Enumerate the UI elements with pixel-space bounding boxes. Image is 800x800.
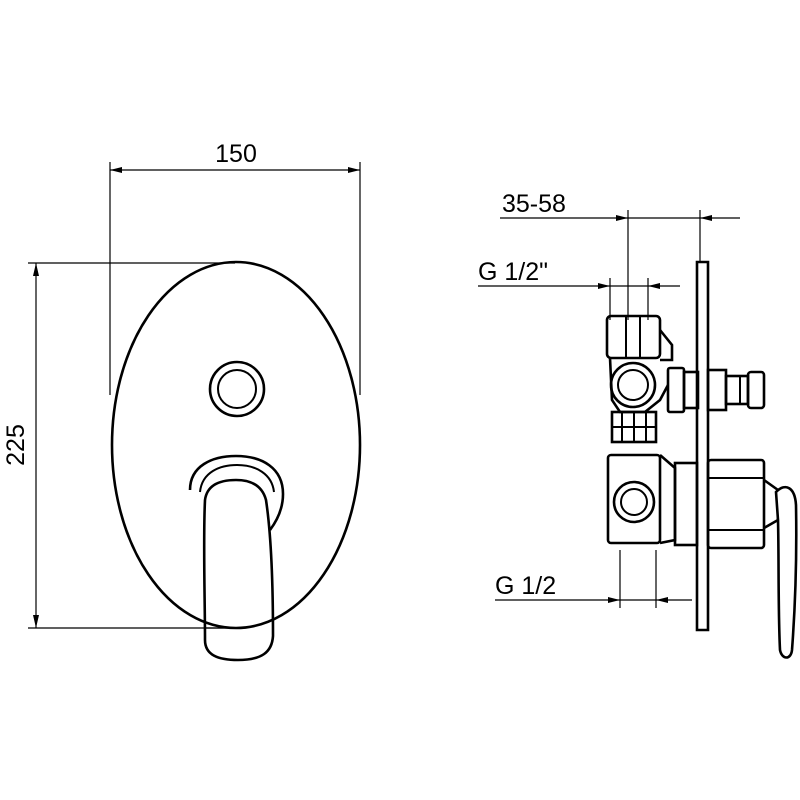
diverter-knob-inner — [217, 369, 257, 409]
handle-base-outer — [188, 454, 285, 531]
diverter-knob-outer — [208, 360, 266, 418]
diverter-spindle — [724, 374, 750, 406]
side-lever-handle — [774, 485, 798, 659]
top-inlet-fitting — [605, 314, 662, 360]
diverter-body — [605, 314, 766, 414]
diverter-collar — [666, 366, 686, 414]
depth-arrow-right — [700, 215, 712, 221]
width-arrow-right — [348, 167, 360, 173]
mixer-housing-side — [659, 454, 677, 545]
diverter-port-outer — [609, 361, 657, 409]
top-inlet-dimension: G 1/2" — [478, 258, 680, 320]
diverter-nut — [682, 370, 700, 410]
handle-base-inner — [199, 463, 275, 493]
mixer-cartridge-cover — [706, 458, 766, 550]
top-inlet-arrow-right — [648, 283, 660, 289]
front-view: 150 225 — [2, 140, 362, 662]
top-fitting-bevel — [658, 329, 674, 362]
mixer-port-inner — [620, 488, 648, 516]
height-arrow-bottom — [33, 615, 39, 628]
bottom-inlet-arrow-left — [608, 597, 620, 603]
body-connector — [610, 410, 658, 444]
side-view: 35-58 G 1/2" G 1/2 — [478, 190, 798, 659]
top-inlet-arrow-left — [598, 283, 610, 289]
height-label: 225 — [2, 424, 30, 466]
width-dimension: 150 — [109, 140, 361, 395]
mixer-body — [606, 453, 780, 550]
width-label: 150 — [215, 140, 257, 168]
cover-plate — [110, 260, 362, 630]
depth-arrow-left — [616, 215, 628, 221]
handle-lever — [202, 478, 275, 662]
diverter-knob — [208, 360, 266, 418]
bottom-inlet-dimension: G 1/2 — [495, 550, 692, 608]
depth-label: 35-58 — [502, 190, 566, 218]
mixer-port-outer — [612, 480, 656, 524]
height-dimension: 225 — [2, 262, 235, 629]
diverter-port-inner — [617, 369, 649, 401]
mixer-housing — [606, 453, 662, 545]
bottom-inlet-label: G 1/2 — [495, 572, 556, 600]
top-inlet-label: G 1/2" — [478, 258, 548, 286]
height-arrow-top — [33, 263, 39, 276]
bottom-inlet-arrow-right — [656, 597, 668, 603]
mixer-collar — [673, 461, 699, 547]
side-cover-plate — [695, 260, 710, 632]
lever-handle — [188, 454, 285, 662]
diverter-spindle-base — [706, 368, 728, 412]
depth-dimension: 35-58 — [500, 190, 740, 320]
width-arrow-left — [110, 167, 122, 173]
diverter-spindle-cap — [746, 370, 766, 410]
